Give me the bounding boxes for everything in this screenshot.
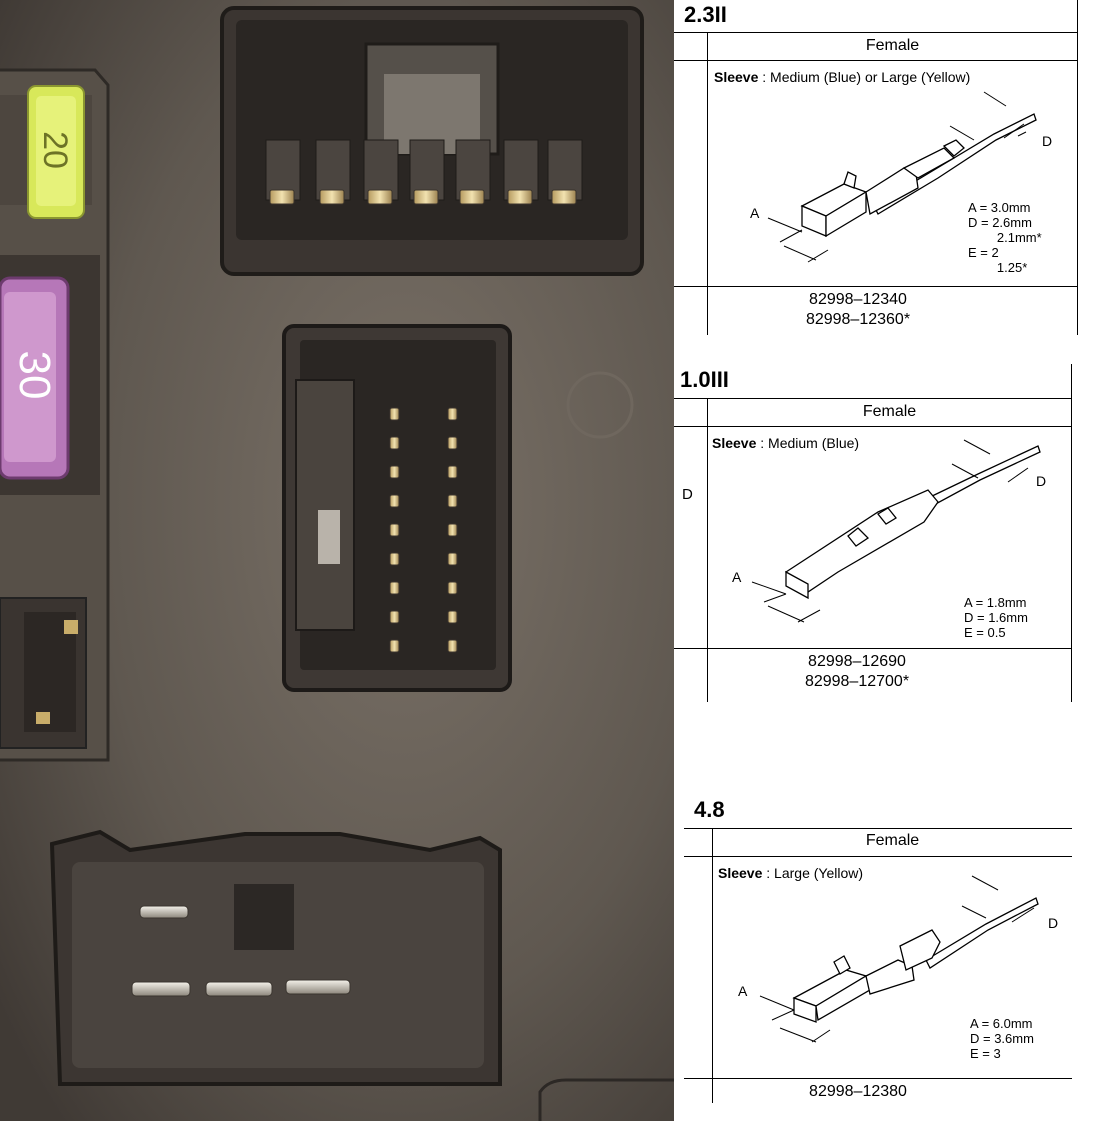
table-body-border xyxy=(684,1078,1072,1079)
terminal-drawing: A D xyxy=(750,91,1052,263)
sleeve-line: Sleeve : Medium (Blue) or Large (Yellow) xyxy=(714,69,970,85)
label-d: D xyxy=(1036,473,1046,489)
connector-pin xyxy=(447,552,458,566)
terminal-section-4-8: 4.8 Female Sleeve : Large (Yellow) A D A… xyxy=(684,790,1108,1110)
sleeve-label: Sleeve xyxy=(718,865,763,881)
terminal-title: 4.8 xyxy=(694,797,725,822)
connector-pin xyxy=(389,523,400,537)
sleeve-text: : Medium (Blue) xyxy=(756,435,860,451)
table-top-border xyxy=(674,32,1078,33)
table-body-border xyxy=(674,648,1072,649)
table-top-border xyxy=(684,828,1072,829)
connector-pin xyxy=(447,436,458,450)
connector-pin xyxy=(447,407,458,421)
dimension-values: A = 3.0mm D = 2.6mm 2.1mm* E = 2 1.25* xyxy=(968,200,1042,275)
table-right-border xyxy=(1077,0,1078,335)
terminal-title: 1.0III xyxy=(680,367,729,392)
connector-pin xyxy=(389,581,400,595)
cut-off-d-label: D xyxy=(682,486,693,503)
part-numbers: 82998–12380 xyxy=(809,1083,907,1100)
connector-pin xyxy=(389,610,400,624)
part-numbers: 82998–12340 82998–12360* xyxy=(805,291,911,328)
label-d: D xyxy=(1048,915,1058,931)
connector-bottom xyxy=(49,829,502,1086)
terminal-section-2-3: 2.3II Female Sleeve : Medium (Blue) or L… xyxy=(674,0,1108,340)
connector-pin xyxy=(447,610,458,624)
fuse-30-label: 30 xyxy=(10,351,59,400)
sleeve-line: Sleeve : Large (Yellow) xyxy=(718,865,863,881)
housing-edge xyxy=(538,1078,674,1121)
connector-pin xyxy=(447,465,458,479)
table-header-border xyxy=(684,856,1072,857)
table-header-female: Female xyxy=(862,403,917,420)
table-col-divider xyxy=(712,828,713,1103)
table-top-border xyxy=(674,398,1072,399)
connector-pin xyxy=(319,189,345,205)
connector-pin xyxy=(551,189,577,205)
table-header-border xyxy=(674,426,1072,427)
terminal-title: 2.3II xyxy=(684,2,727,27)
sleeve-label: Sleeve xyxy=(712,435,757,451)
connector-pin xyxy=(389,639,400,653)
sleeve-label: Sleeve xyxy=(714,69,759,85)
table-body-border xyxy=(674,286,1078,287)
sleeve-text: : Medium (Blue) or Large (Yellow) xyxy=(758,69,971,85)
sleeve-text: : Large (Yellow) xyxy=(762,865,864,881)
mounting-mark xyxy=(566,371,634,439)
connector-pin xyxy=(389,552,400,566)
table-header-female: Female xyxy=(865,37,920,54)
fuse-box-photo: 20 30 xyxy=(0,0,674,1121)
fuse-20a: 20 xyxy=(27,85,85,219)
connector-pin xyxy=(507,189,533,205)
table-col-divider xyxy=(707,32,708,335)
table-right-border xyxy=(1071,364,1072,702)
connector-pin xyxy=(389,436,400,450)
connector-pin xyxy=(367,189,393,205)
connector-pin xyxy=(447,581,458,595)
fuse-30a: 30 xyxy=(0,255,100,495)
connector-pin xyxy=(447,494,458,508)
connector-pin xyxy=(389,465,400,479)
sleeve-line: Sleeve : Medium (Blue) xyxy=(712,435,859,451)
terminal-drawing: A D xyxy=(738,875,1058,1043)
connector-pin xyxy=(413,189,439,205)
table-col-divider xyxy=(707,398,708,702)
label-a: A xyxy=(750,205,760,221)
connector-middle xyxy=(282,324,512,692)
terminal-drawing: A D xyxy=(732,439,1046,623)
dimension-values: A = 1.8mm D = 1.6mm E = 0.5 xyxy=(964,595,1028,640)
connector-pin xyxy=(389,407,400,421)
connector-pin xyxy=(447,523,458,537)
label-a: A xyxy=(732,569,742,585)
label-a: A xyxy=(738,983,748,999)
connector-pin xyxy=(389,494,400,508)
connector-pin xyxy=(459,189,485,205)
table-header-female: Female xyxy=(865,832,920,849)
connector-pin xyxy=(269,189,295,205)
connector-top xyxy=(220,6,644,276)
connector-pin xyxy=(447,639,458,653)
table-header-border xyxy=(674,60,1078,61)
dimension-values: A = 6.0mm D = 3.6mm E = 3 xyxy=(970,1016,1034,1061)
label-d: D xyxy=(1042,133,1052,149)
fuse-20-label: 20 xyxy=(36,131,74,169)
part-numbers: 82998–12690 82998–12700* xyxy=(804,653,910,690)
terminal-section-1-0: 1.0III Female D Sleeve : Medium (Blue) A… xyxy=(674,362,1108,707)
small-socket-left xyxy=(0,597,87,749)
